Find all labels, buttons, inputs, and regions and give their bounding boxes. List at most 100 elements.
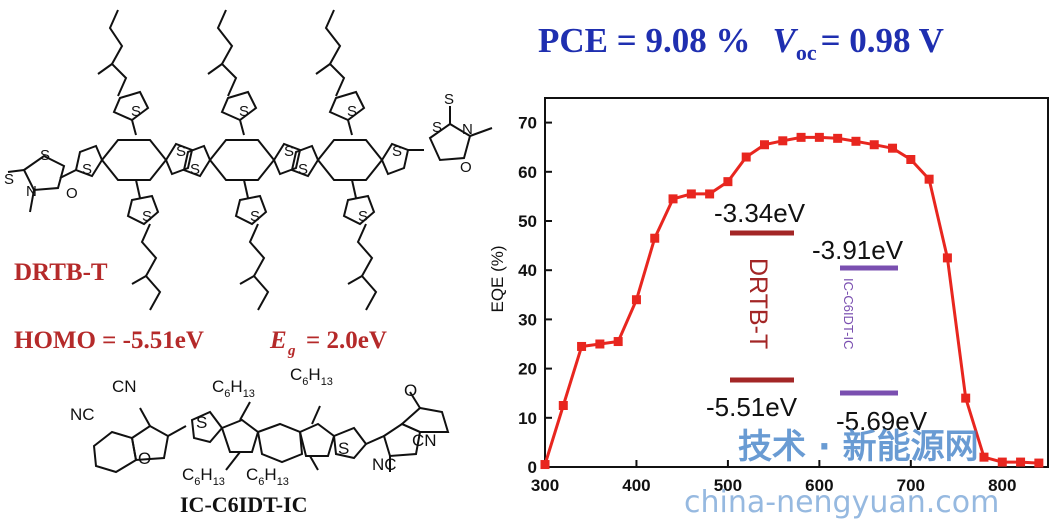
alkyl-label-2: C6H13 [290,365,333,388]
idt-core-right [298,422,336,457]
x-tick-label: 300 [531,476,559,495]
alkyl-chain-top-3 [324,9,346,97]
data-point [705,189,715,199]
atom-s-label: S [190,161,200,178]
data-point [961,393,971,403]
data-point [906,155,916,164]
data-point [869,140,879,150]
data-point [577,341,587,351]
voc-value: = 0.98 V [821,21,944,60]
data-point [759,140,769,150]
idt-core-left [220,418,260,453]
y-tick-label: 70 [518,114,537,133]
rhodanine-left [22,154,66,192]
atom-s-label: S [142,208,152,225]
x-tick-label: 600 [805,476,833,495]
acceptor-vertical-label: IC-C6IDT-IC [841,278,856,350]
idt-benzene [256,422,304,464]
atom-o-label: O [404,381,417,400]
data-point [778,136,788,146]
data-point [979,452,989,462]
data-point [741,152,751,162]
atom-s-label: S [239,103,249,120]
data-point [686,189,696,199]
idt-thiophene-left [190,410,224,444]
y-tick-label: 40 [518,261,537,280]
cyano-label-right: CN [412,431,437,450]
thiophene-top-2 [220,90,258,122]
x-tick-label: 400 [622,476,650,495]
data-point [1034,458,1044,468]
atom-o-label: O [460,159,472,176]
molecule-panel: S S S S S S S S S S S S S S N O S S N O … [4,9,493,517]
data-point [1016,457,1026,467]
cyano-label-top: CN [112,377,137,396]
atom-s-label: S [176,143,186,160]
ic-c6idt-ic-structure [92,391,450,474]
atom-s-label: S [4,171,14,188]
data-point [631,295,641,305]
indanone-right-ring [382,422,422,458]
atom-o-label: O [138,449,151,468]
y-tick-label: 10 [518,409,537,428]
y-tick-label: 60 [518,163,537,182]
data-point [540,460,550,470]
chart-axes [544,97,1049,468]
rhodanine-right [428,122,472,162]
atom-n-label: N [462,121,473,138]
alkyl-chain-top-2 [216,9,238,97]
donor-lumo-label: -3.34eV [714,198,806,228]
x-tick-label: 500 [714,476,742,495]
fused-thiophene-2r [272,142,302,176]
fused-thiophene-3l [290,144,320,178]
atom-o-label: O [66,185,78,202]
eqe-line [543,135,1039,465]
data-point [942,253,952,263]
headline: PCE = 9.08 %Voc= 0.98 V [538,21,944,65]
thiophene-top-3 [328,90,366,122]
alkyl-label-4: C6H13 [246,465,289,488]
alkyl-label-3: C6H13 [182,465,225,488]
atom-s-label: S [196,413,207,432]
alkyl-label-1: C6H13 [212,377,255,400]
data-point [833,133,843,143]
data-point [851,136,861,146]
atom-s-label: S [432,119,442,136]
atom-s-label: S [131,103,141,120]
eg-symbol: E [269,327,287,354]
atom-s-label: S [338,439,349,458]
y-tick-label: 50 [518,212,537,231]
thiophene-bottom-3 [342,194,376,226]
atom-s-label: S [358,208,368,225]
donor-homo-label: -5.51eV [706,392,798,422]
fused-thiophene-2l [182,144,212,178]
alkyl-chain-bottom-2 [248,223,270,311]
fused-thiophene-1r [164,142,194,176]
donor-homo-label: HOMO = -5.51eV [14,327,204,354]
data-point [924,174,934,184]
drtb-t-structure [7,9,493,311]
cyano-label-left: NC [70,405,95,424]
donor-vertical-label: DRTB-T [744,258,772,349]
alkyl-chain-bottom-3 [356,223,378,311]
data-point [997,457,1007,467]
data-point [613,337,623,347]
data-point [558,401,568,410]
data-point [595,339,605,349]
data-point [796,132,806,142]
cyano-label-bottom: NC [372,455,397,474]
atom-s-label: S [284,143,294,160]
pce-value: PCE = 9.08 % [538,21,750,60]
data-point [888,143,898,153]
voc-symbol: V [772,21,798,60]
atom-s-label: S [40,147,50,164]
acceptor-lumo-label: -3.91eV [812,235,904,265]
x-tick-label: 700 [897,476,925,495]
fused-thiophene-3r [380,142,410,176]
atom-n-label: N [26,183,37,200]
fused-thiophene-1l [74,144,104,178]
acceptor-homo-label: -5.69eV [836,406,928,436]
thiophene-bottom-2 [234,194,268,226]
atom-s-label: S [347,103,357,120]
